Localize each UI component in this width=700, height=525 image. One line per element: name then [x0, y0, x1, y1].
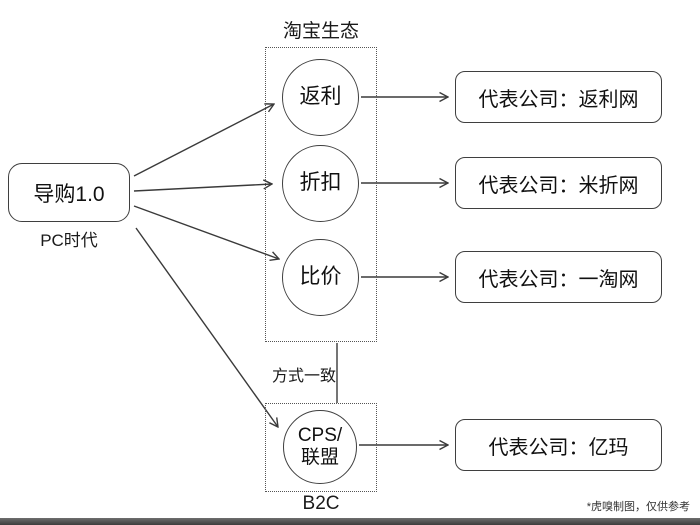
taobao-ecosystem-title: 淘宝生态 [282, 21, 359, 42]
taobao-ecosystem-group [265, 47, 377, 342]
same-method-label: 方式一致 [272, 368, 337, 385]
b2c-label: B2C [302, 493, 340, 514]
company-box-yima: 代表公司：亿玛 [455, 419, 662, 471]
b2c-group [265, 403, 377, 492]
bottom-edge-strip [0, 518, 700, 525]
cps-line1: CPS/ [297, 425, 343, 447]
arrow-daogou-to-fanli [133, 104, 274, 177]
company-box-yitaowang: 代表公司：一淘网 [455, 251, 662, 303]
node-daogou-1-0: 导购1.0 [8, 163, 130, 222]
cps-line2: 联盟 [300, 447, 339, 468]
node-cps-lianmeng: CPS/ 联盟 [283, 410, 357, 484]
node-bijia: 比价 [282, 239, 359, 316]
pc-era-label: PC时代 [40, 231, 98, 250]
arrow-daogou-to-zhekou [133, 184, 272, 192]
node-zhekou: 折扣 [282, 145, 359, 222]
arrow-daogou-to-cps [135, 227, 278, 427]
footnote-credit: *虎嗅制图，仅供参考 [586, 501, 690, 513]
company-box-fanliwang: 代表公司：返利网 [455, 71, 662, 123]
arrow-daogou-to-bijia [133, 205, 279, 259]
company-box-mizhewang: 代表公司：米折网 [455, 157, 662, 209]
node-fanli: 返利 [282, 59, 359, 136]
